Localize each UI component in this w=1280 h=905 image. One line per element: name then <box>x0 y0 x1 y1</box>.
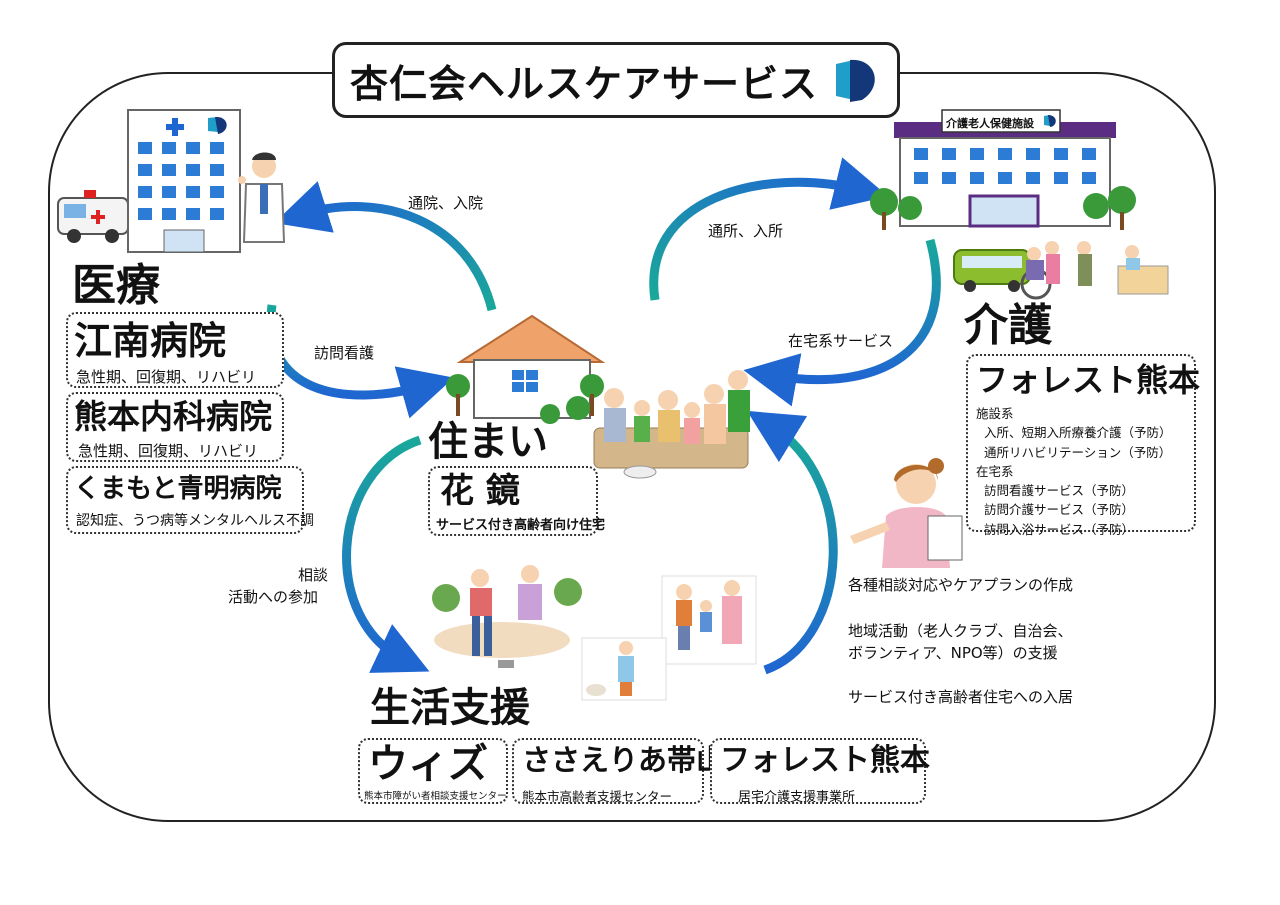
care-facility-icon <box>870 109 1136 230</box>
arrow-to-hospital <box>274 181 497 312</box>
hospital-name: くまもと青明病院 <box>74 474 282 504</box>
page-title: 杏仁会ヘルスケアサービス <box>349 61 818 106</box>
support-card: ウィズ 熊本市障がい者相談支援センター <box>358 738 508 804</box>
arrow-label: 訪問看護 <box>314 344 375 362</box>
service-text: サービス付き高齢者住宅への入居 <box>848 688 1074 706</box>
arrow-label: 在宅系サービス <box>788 332 894 350</box>
wheelchair-icon <box>1020 241 1169 300</box>
arrow-label: 相談 <box>298 566 329 584</box>
arrow-label: 通所、入所 <box>708 222 784 240</box>
support-center-desc: 居宅介護支援事業所 <box>738 790 856 805</box>
support-center-desc: 熊本市障がい者相談支援センター <box>364 791 507 802</box>
hospital-desc: 急性期、回復期、リハビリ <box>76 368 257 386</box>
arrow-from-support <box>746 410 838 675</box>
support-center-name: ささえりあ帯山 <box>522 743 726 777</box>
arrow-to-support <box>342 435 430 673</box>
hospital-card: 熊本内科病院 急性期、回復期、リハビリ <box>66 392 284 462</box>
support-card: フォレスト熊本 居宅介護支援事業所 <box>710 738 930 805</box>
care-category: 施設系 <box>976 406 1014 421</box>
hospital-name: 江南病院 <box>74 319 227 363</box>
care-service-item: 通所リハビリテーション（予防） <box>984 444 1172 460</box>
family-walk-icon <box>581 575 757 701</box>
family-icon <box>593 370 750 479</box>
support-center-desc: 熊本市高齢者支援センター <box>522 789 673 804</box>
hospital-desc: 急性期、回復期、リハビリ <box>78 442 259 460</box>
care-services-list: 施設系 入所、短期入所療養介護（予防） 通所リハビリテーション（予防） 在宅系 … <box>976 404 1172 539</box>
housing-card: 花 鏡 サービス付き高齢者向け住宅 <box>428 466 605 536</box>
arrow-label: 通院、入院 <box>408 194 484 212</box>
hospital-name: 熊本内科病院 <box>74 397 272 436</box>
service-text: ボランティア、NPO等）の支援 <box>848 644 1058 662</box>
company-logo-icon <box>836 59 875 102</box>
support-heading: 生活支援 <box>370 685 530 731</box>
medical-heading: 医療 <box>72 260 160 311</box>
care-card: フォレスト熊本 施設系 入所、短期入所療養介護（予防） 通所リハビリテーション（… <box>966 354 1200 537</box>
service-text: 地域活動（老人クラブ、自治会、 <box>848 622 1073 640</box>
hospital-card: 江南病院 急性期、回復期、リハビリ <box>66 312 284 388</box>
housing-desc: サービス付き高齢者向け住宅 <box>436 518 606 533</box>
care-service-item: 訪問介護サービス（予防） <box>984 502 1135 518</box>
care-facility-name: フォレスト熊本 <box>976 361 1201 399</box>
support-card: ささえりあ帯山 熊本市高齢者支援センター <box>512 738 725 804</box>
hospital-desc: 認知症、うつ病等メンタルヘルス不調 <box>76 513 314 529</box>
house-icon <box>446 314 606 424</box>
arrow-to-care <box>649 157 889 301</box>
service-text: 各種相談対応やケアプランの作成 <box>848 576 1074 594</box>
support-center-name: フォレスト熊本 <box>720 743 930 778</box>
hospital-card: くまもと青明病院 認知症、うつ病等メンタルヘルス不調 <box>66 466 314 534</box>
elderly-activity-icon <box>432 565 582 668</box>
title-box: 杏仁会ヘルスケアサービス <box>332 42 900 118</box>
facility-sign: 介護老人保健施設 <box>946 117 1034 130</box>
care-service-item: 訪問入浴サービス（予防） <box>984 521 1135 537</box>
care-category: 在宅系 <box>976 463 1014 479</box>
housing-heading: 住まい <box>428 419 548 465</box>
bus-icon <box>953 249 1031 292</box>
care-heading: 介護 <box>964 300 1052 351</box>
doctor-icon <box>238 152 286 243</box>
care-worker-icon <box>850 458 963 568</box>
ambulance-icon <box>57 190 129 243</box>
care-service-item: 入所、短期入所療養介護（予防） <box>984 425 1172 441</box>
arrow-label: 活動への参加 <box>228 588 319 606</box>
arrow-home-services <box>743 238 941 407</box>
support-center-name: ウィズ <box>368 741 488 787</box>
hospital-icon <box>127 109 241 253</box>
care-service-item: 訪問看護サービス（予防） <box>984 483 1135 499</box>
housing-name: 花 鏡 <box>440 471 520 511</box>
